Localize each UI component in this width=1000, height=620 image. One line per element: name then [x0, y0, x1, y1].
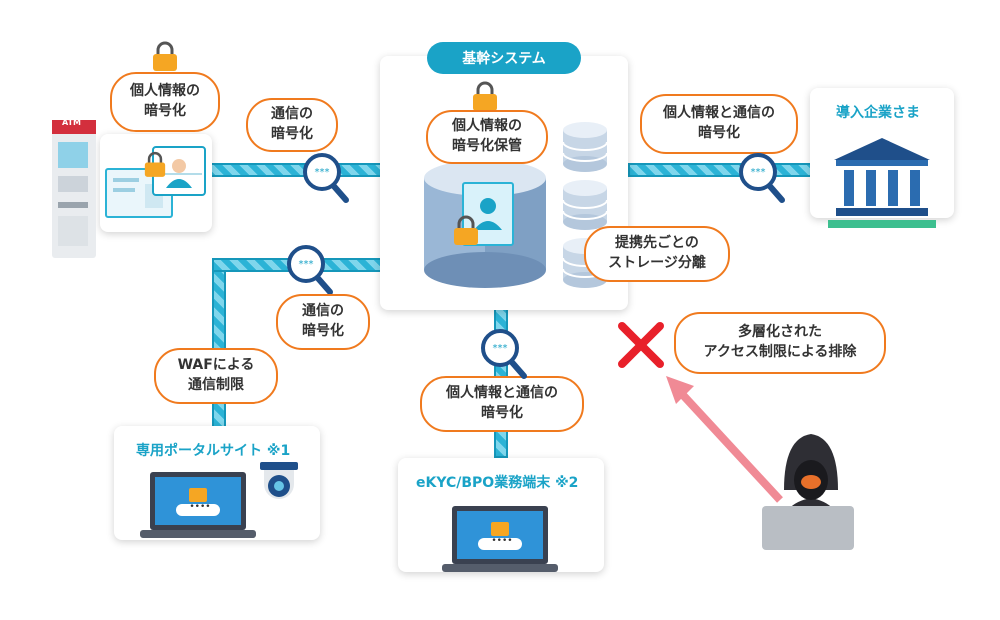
- magnifier-icon: ***: [481, 329, 527, 379]
- laptop-icon: [140, 472, 256, 538]
- bank-icon: [828, 138, 936, 228]
- bubble-partner-storage: 提携先ごとの ストレージ分離: [584, 226, 730, 282]
- magnifier-icon: ***: [287, 245, 333, 295]
- pipe-system-to-client: [628, 163, 823, 177]
- database-small-icon: [562, 180, 608, 230]
- database-small-icon: [562, 122, 608, 172]
- document-icon: [462, 182, 514, 246]
- core-system-title: 基幹システム: [427, 42, 581, 74]
- svg-text:***: ***: [315, 167, 330, 178]
- bubble-storage-encryption: 個人情報の 暗号化保管: [426, 110, 548, 164]
- camera-icon: [260, 462, 298, 499]
- portal-label: 専用ポータルサイト ※1: [136, 443, 291, 459]
- attack-arrow: [666, 376, 783, 503]
- cross-icon: [618, 322, 664, 368]
- password-field: ••••: [189, 502, 211, 512]
- lock-icon: [153, 41, 177, 71]
- lock-icon: [454, 215, 478, 245]
- svg-text:***: ***: [493, 343, 508, 354]
- laptop-icon: [442, 506, 558, 572]
- bubble-waf: WAFによる 通信制限: [154, 348, 278, 404]
- bubble-multilayer-access: 多層化された アクセス制限による排除: [674, 312, 886, 374]
- lock-icon: [144, 151, 166, 177]
- bubble-info-comm-encryption-right: 個人情報と通信の 暗号化: [640, 94, 798, 154]
- svg-text:***: ***: [751, 167, 766, 178]
- ekyc-label: eKYC/BPO業務端末 ※2: [416, 475, 579, 491]
- atm-icon: [52, 120, 96, 258]
- hacker-icon: [762, 434, 854, 550]
- password-field: ••••: [491, 536, 513, 546]
- magnifier-icon: ***: [739, 153, 785, 203]
- client-label: 導入企業さま: [836, 105, 920, 121]
- atm-sign: ATM: [62, 118, 81, 127]
- bubble-comm-encryption-mid: 通信の 暗号化: [276, 294, 370, 350]
- bubble-info-comm-encryption-bottom: 個人情報と通信の 暗号化: [420, 376, 584, 432]
- magnifier-icon: ***: [303, 153, 349, 203]
- bubble-personal-info-encryption: 個人情報の 暗号化: [110, 72, 220, 132]
- bubble-comm-encryption-top: 通信の 暗号化: [246, 98, 338, 152]
- svg-text:***: ***: [299, 259, 314, 270]
- lock-icon: [473, 81, 497, 111]
